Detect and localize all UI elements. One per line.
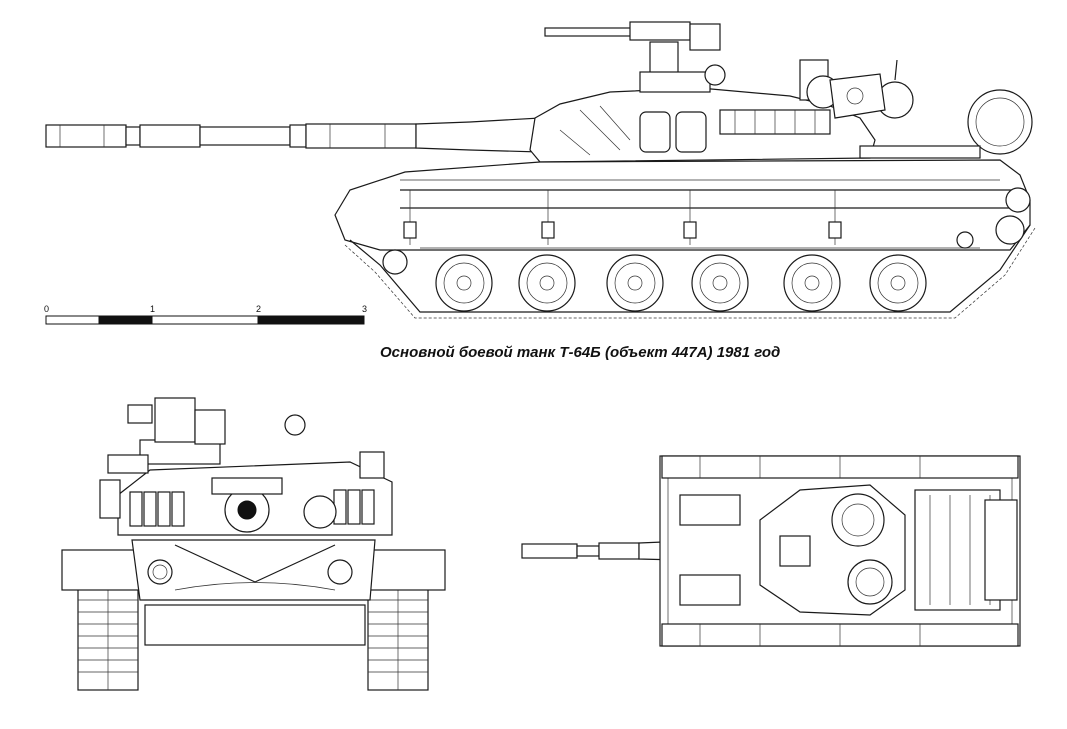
side-view bbox=[45, 21, 1036, 319]
scale-tick-label: 1 bbox=[150, 304, 156, 314]
scale-tick-label: 3 bbox=[362, 304, 368, 314]
side-track bbox=[344, 224, 1036, 319]
front-right-fender bbox=[364, 549, 446, 591]
scale-tick-label: 2 bbox=[256, 304, 262, 314]
side-road-wheels bbox=[382, 215, 1025, 312]
front-left-track bbox=[77, 587, 139, 691]
smoke-grenade-launchers-left bbox=[129, 491, 185, 527]
top-commander-hatch bbox=[831, 493, 885, 547]
road-wheel bbox=[783, 254, 841, 312]
road-wheel bbox=[518, 254, 576, 312]
drive-sprocket bbox=[995, 215, 1025, 245]
scale-tick-label: 0 bbox=[44, 304, 50, 314]
headlight bbox=[327, 559, 353, 585]
front-lower-plate bbox=[144, 604, 366, 646]
scale-bar bbox=[45, 315, 365, 325]
road-wheel bbox=[606, 254, 664, 312]
idler-wheel bbox=[382, 249, 408, 275]
front-left-fender bbox=[61, 549, 143, 591]
top-view bbox=[521, 455, 1021, 647]
road-wheel bbox=[869, 254, 927, 312]
smoke-grenade-launchers-right bbox=[333, 489, 375, 525]
front-right-track bbox=[367, 587, 429, 691]
front-view bbox=[61, 397, 446, 691]
road-wheel bbox=[691, 254, 749, 312]
road-wheel bbox=[435, 254, 493, 312]
side-hull bbox=[334, 159, 1031, 251]
side-turret bbox=[529, 21, 1033, 163]
headlight bbox=[147, 559, 173, 585]
side-gun-barrel bbox=[45, 117, 541, 153]
top-gunner-hatch bbox=[847, 559, 893, 605]
drawing-caption: Основной боевой танк Т-64Б (объект 447А)… bbox=[380, 344, 781, 361]
